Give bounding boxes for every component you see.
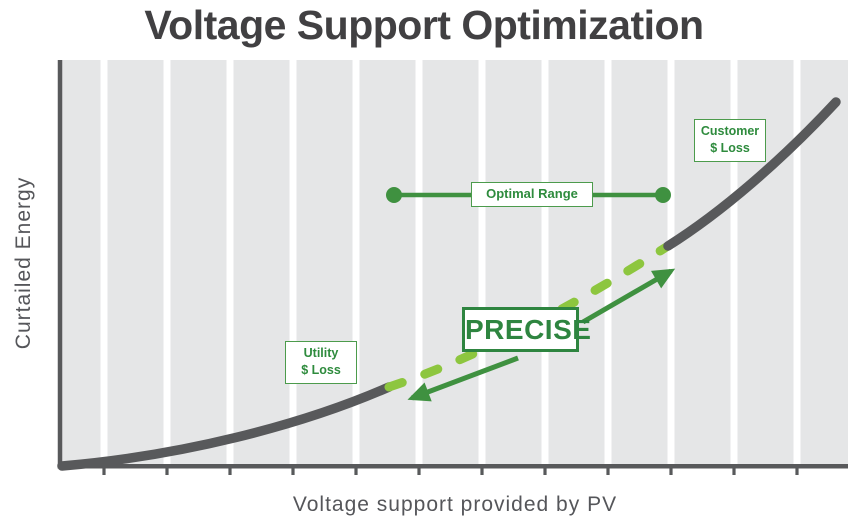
utility-loss-label: Utility $ Loss (285, 341, 357, 384)
chart-title: Voltage Support Optimization (144, 2, 704, 48)
curve-solid-low-segment (57, 382, 394, 471)
optimal-range-dot-left (386, 187, 402, 203)
customer-loss-line1: Customer (700, 124, 760, 138)
customer-loss-label: Customer $ Loss (694, 119, 766, 162)
optimal-range-label: Optimal Range (471, 182, 593, 207)
y-axis-label: Curtailed Energy (12, 176, 35, 350)
axis-lines (57, 60, 848, 469)
arrow-down-left (407, 355, 519, 402)
curve-solid-high-segment (663, 97, 841, 251)
utility-loss-line2: $ Loss (301, 362, 341, 377)
arrow-up-right (581, 268, 676, 325)
vertical-gridlines (100, 60, 801, 466)
x-axis-label: Voltage support provided by PV (292, 493, 618, 516)
precise-label: PRECISE (462, 307, 591, 352)
customer-loss-line2: $ Loss (710, 140, 750, 155)
optimal-range-dot-right (655, 187, 671, 203)
utility-loss-line1: Utility (303, 346, 339, 360)
x-axis-ticks (102, 468, 799, 475)
